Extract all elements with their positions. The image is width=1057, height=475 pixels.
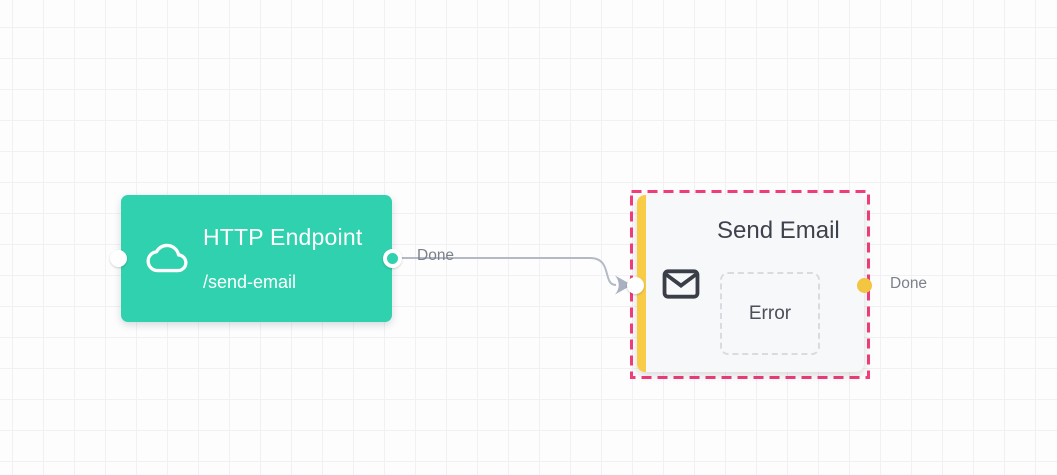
error-slot-label: Error	[748, 302, 792, 324]
node-http-text-block: HTTP Endpoint /send-email	[203, 195, 362, 322]
envelope-icon	[662, 269, 700, 299]
node-title: HTTP Endpoint	[203, 224, 363, 250]
node-title: Send Email	[717, 217, 840, 244]
output-port-done[interactable]	[382, 248, 402, 268]
node-send-email[interactable]: Send Email Error	[626, 195, 872, 372]
wire-label-done: Done	[417, 247, 455, 264]
output-port-done[interactable]	[856, 277, 872, 293]
output-label-done: Done	[890, 275, 928, 292]
node-subtitle: /send-email	[203, 272, 297, 292]
error-handler-slot[interactable]: Error	[720, 272, 820, 355]
node-http-endpoint[interactable]: HTTP Endpoint /send-email	[110, 195, 402, 322]
input-port[interactable]	[110, 249, 127, 267]
cloud-icon	[146, 243, 188, 273]
input-port[interactable]	[626, 276, 644, 294]
